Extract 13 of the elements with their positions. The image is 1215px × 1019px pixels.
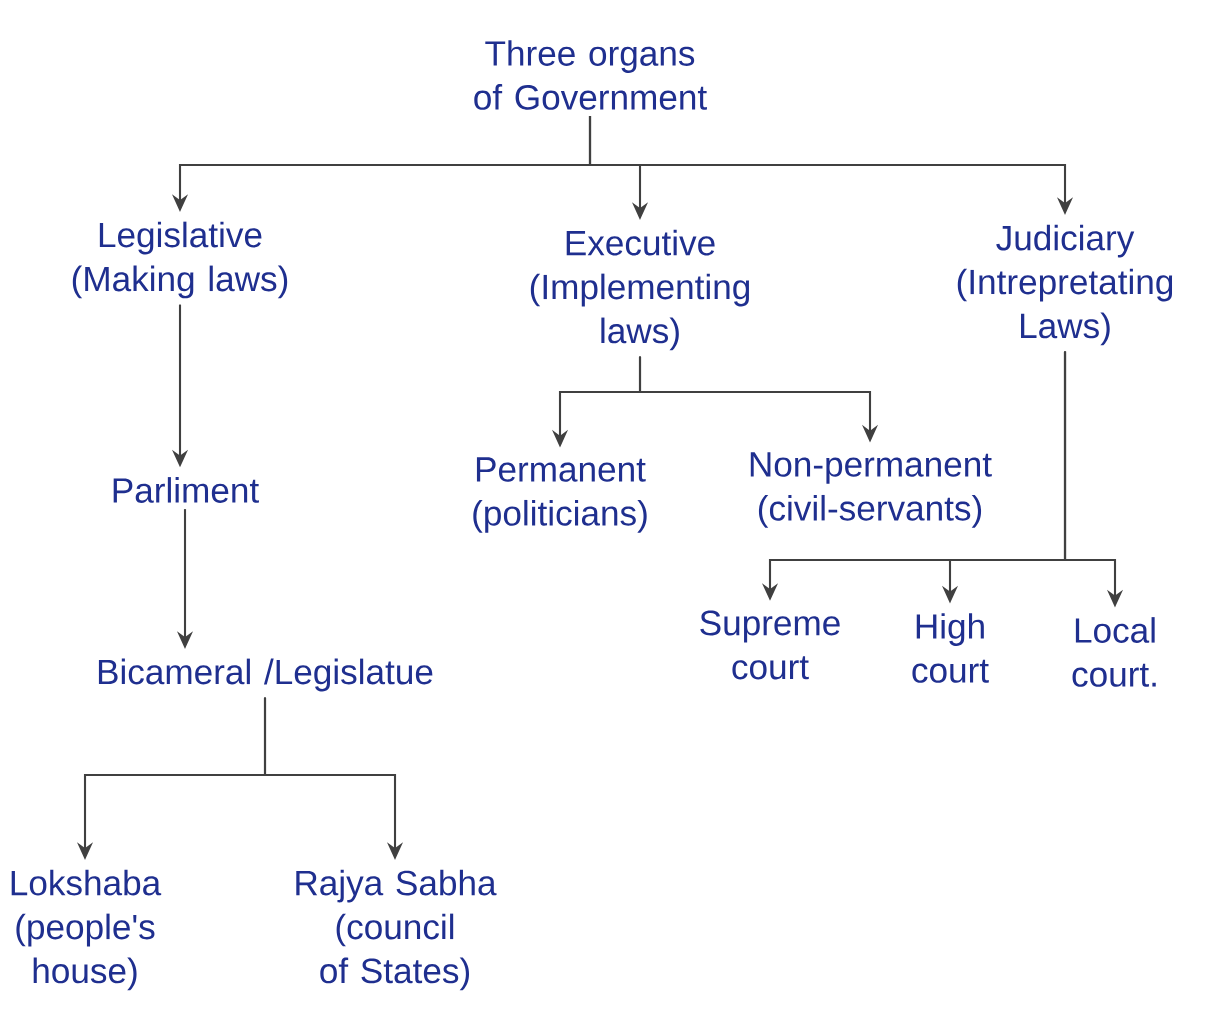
label-text: Permanent (politicians) — [473, 457, 647, 533]
label-text: Bicameral /Legislatue — [98, 658, 433, 692]
label-text: Legislative (Making laws) — [72, 221, 288, 299]
label-text: Non-permanent (civil-servants) — [750, 452, 992, 528]
label-text: Lokshaba (people's house) — [11, 869, 162, 991]
label-text: High court — [912, 613, 989, 683]
label-text: Executive (Implementing laws) — [530, 229, 750, 351]
label-text: Parliment — [113, 477, 259, 503]
label-text: Judiciary (Intrepretating Laws) — [957, 224, 1173, 346]
label-text: Supreme court — [700, 610, 840, 680]
label-text: Local court. — [1072, 617, 1156, 687]
label-text: Rajya Sabha (council of States) — [296, 869, 497, 991]
label-text: Three organs of Government — [474, 40, 707, 110]
